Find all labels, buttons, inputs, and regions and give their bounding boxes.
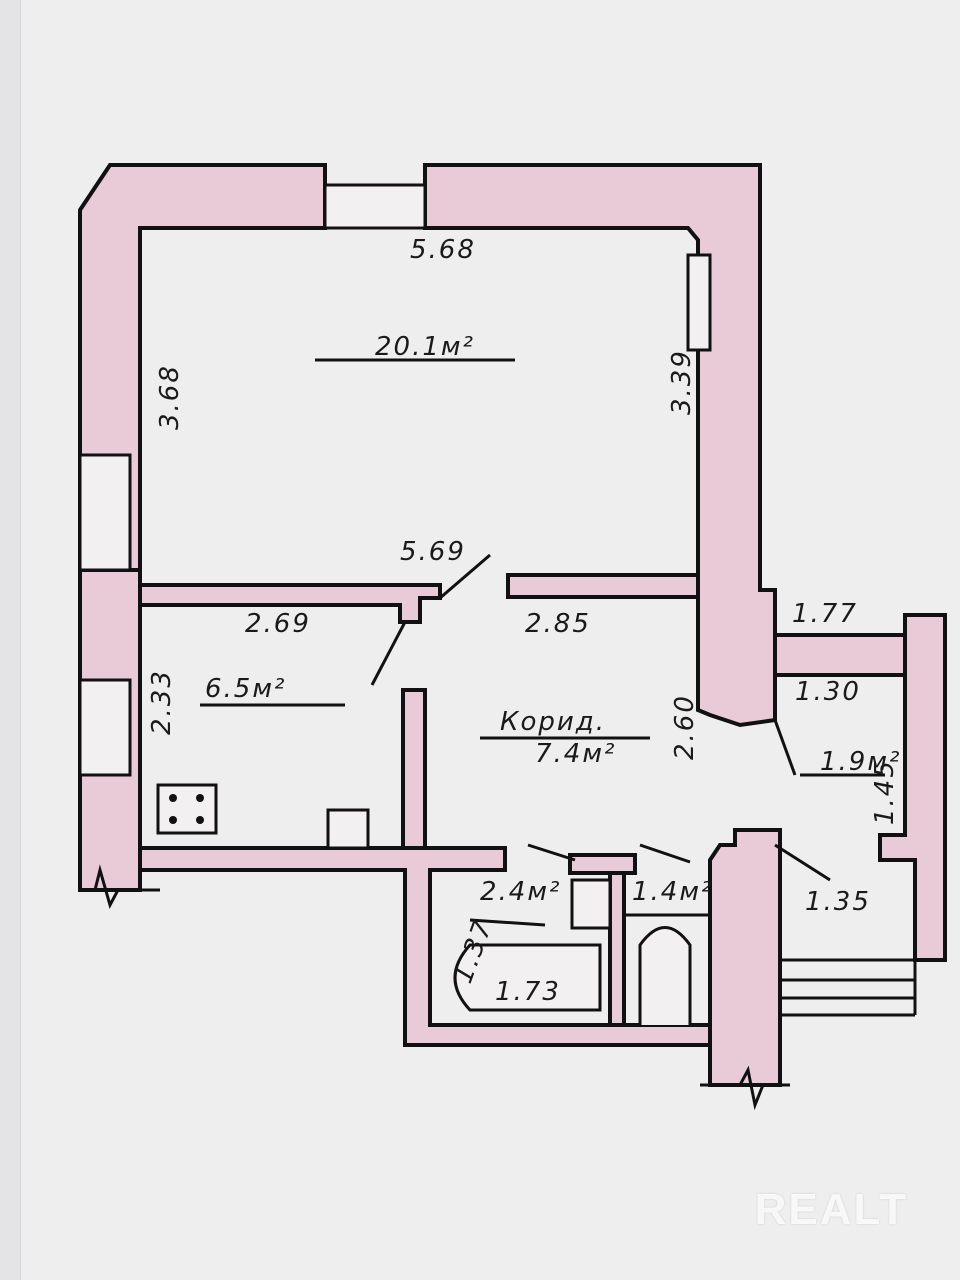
wall-storage-right [878, 613, 947, 962]
wall-living-corridor [506, 573, 700, 599]
area-toilet: 1.4м² [632, 877, 713, 907]
dim-living-bottom: 5.69 [400, 537, 466, 567]
wall-bath-top [568, 853, 637, 875]
wall-bath-toilet [608, 871, 626, 1027]
wall-top-right [423, 163, 777, 728]
area-bathroom: 2.4м² [480, 877, 561, 907]
stove-icon [156, 783, 218, 835]
dim-corridor-height: 2.60 [670, 694, 700, 760]
dim-living-right: 3.39 [667, 349, 697, 415]
window-right [686, 253, 712, 352]
dim-living-top: 5.68 [410, 235, 476, 265]
area-kitchen: 6.5м² [205, 674, 286, 704]
paper-edge [0, 0, 21, 1280]
dim-living-left: 3.68 [155, 364, 185, 430]
watermark-logo: REALT [754, 1185, 908, 1234]
wall-living-kitchen [138, 583, 442, 624]
window-top [323, 183, 427, 230]
dim-storage-height: 1.45 [870, 759, 900, 825]
sink-icon [326, 808, 370, 850]
dim-corridor-width: 2.85 [525, 609, 591, 639]
area-storage: 1.9м² [820, 747, 901, 777]
stair-steps [780, 958, 917, 1017]
bathtub-icon [453, 943, 602, 1012]
window-left-2 [78, 678, 132, 777]
label-underlines [200, 358, 885, 927]
break-marks [80, 864, 790, 1111]
dim-bath-width: 1.73 [495, 977, 561, 1007]
window-left-1 [78, 453, 132, 572]
dim-kitchen-width: 2.69 [245, 609, 311, 639]
dim-stair: 1.35 [805, 887, 871, 917]
area-corridor: 7.4м² [535, 739, 616, 769]
dim-storage-width: 1.30 [795, 677, 861, 707]
dim-kitchen-height: 2.33 [147, 669, 177, 735]
toilet-icon [638, 926, 692, 1025]
stove-burners [169, 794, 204, 824]
wall-kitchen-corridor [401, 688, 427, 852]
door-swing [370, 553, 831, 882]
corridor-label: Корид. [500, 707, 606, 737]
dim-storage-top: 1.77 [792, 599, 858, 629]
wall-stair [708, 828, 782, 1087]
wall-storage-top [773, 633, 912, 677]
area-living: 20.1м² [375, 332, 475, 362]
washbasin-icon [570, 878, 612, 930]
